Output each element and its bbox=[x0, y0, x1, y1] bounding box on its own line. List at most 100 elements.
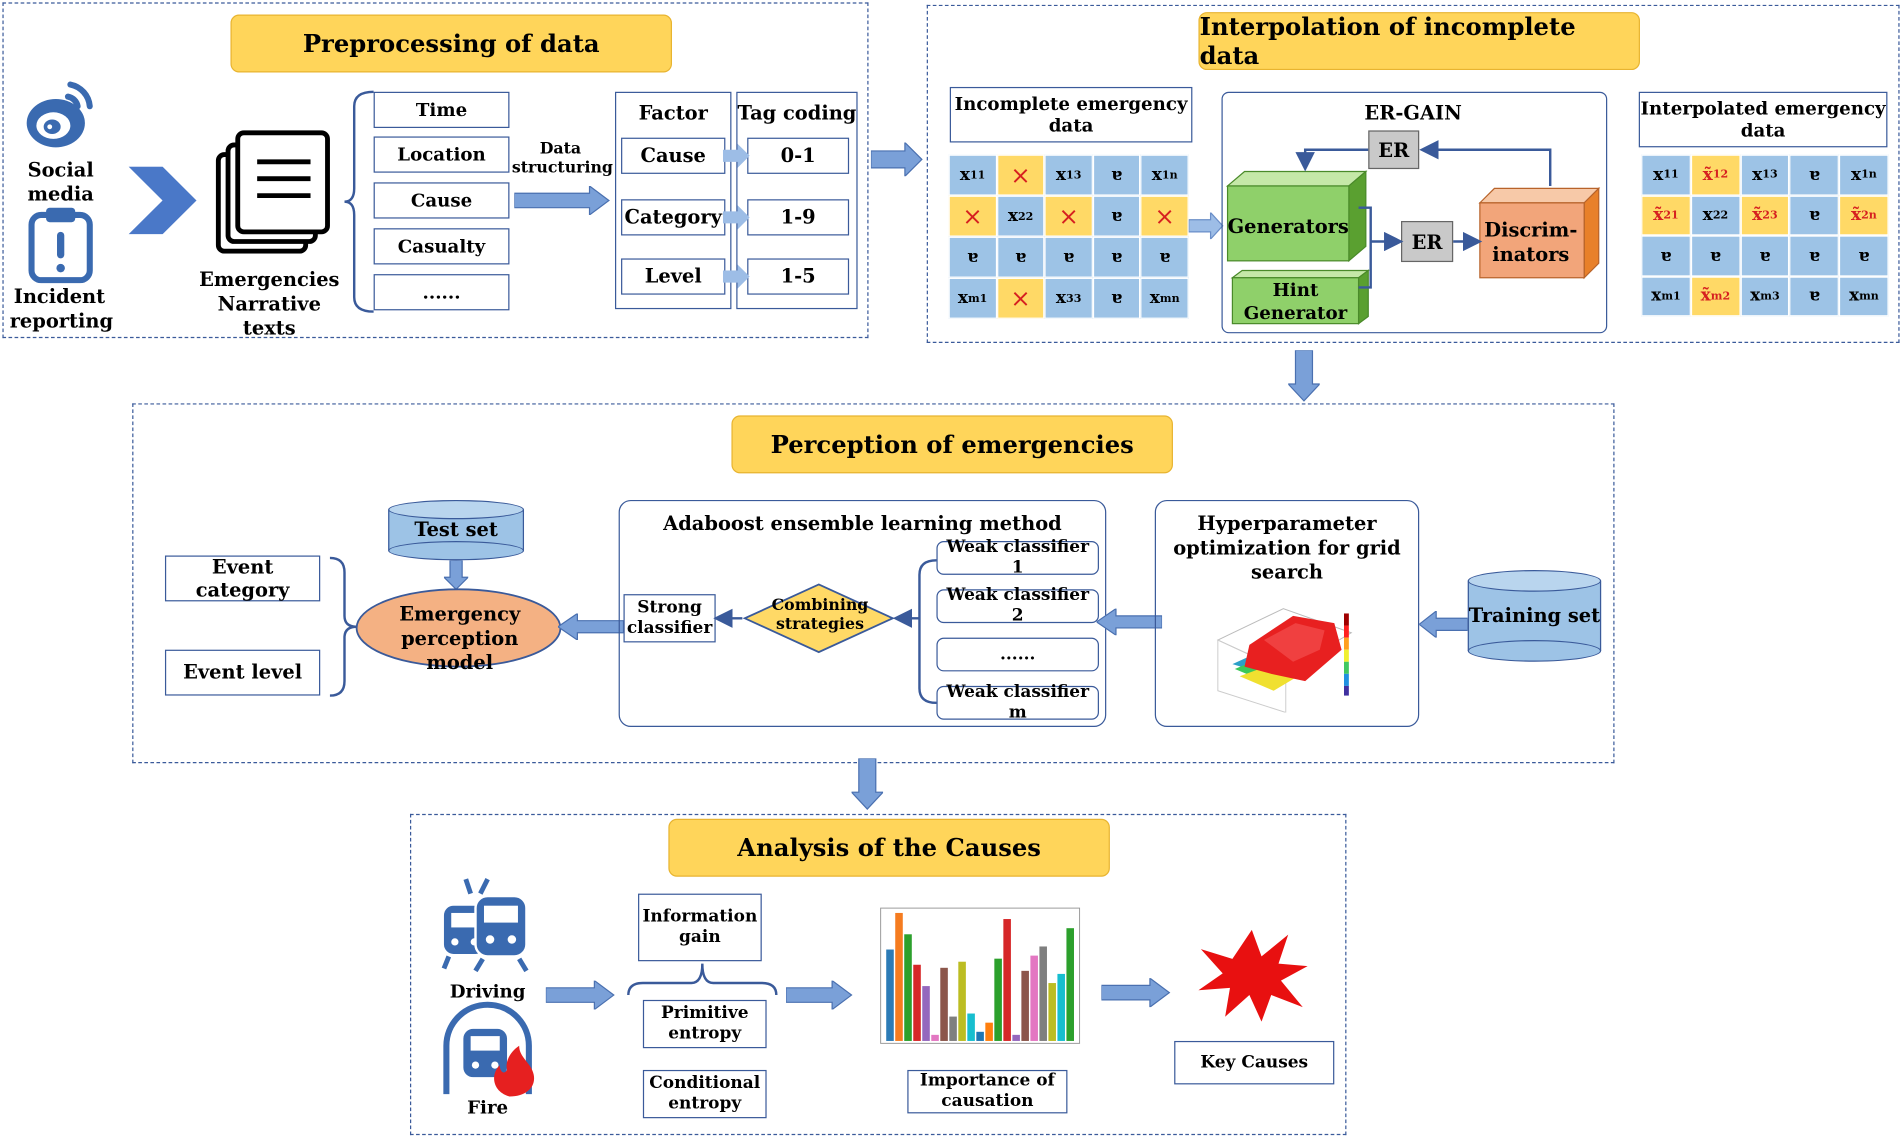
cell-value: x̃ bbox=[1752, 205, 1763, 225]
train-collision-icon bbox=[441, 878, 529, 973]
perception-model-label: Emergency perception model bbox=[399, 602, 521, 674]
cell-value: ɐ bbox=[1858, 246, 1870, 266]
arrow-down-icon bbox=[851, 758, 884, 810]
arrow-right-icon bbox=[1188, 212, 1224, 240]
bar-18 bbox=[1039, 946, 1047, 1041]
bar-5 bbox=[922, 986, 930, 1041]
interpolated-cell: x̃12 bbox=[1690, 154, 1741, 196]
cell-subscript: m2 bbox=[1710, 289, 1731, 303]
bar-8 bbox=[949, 1016, 957, 1041]
information-gain-box: Information gain bbox=[638, 893, 762, 962]
cell-value: x bbox=[1752, 165, 1763, 185]
weak-classifier-1: Weak classifier 1 bbox=[936, 538, 1099, 577]
factor-level: Level bbox=[621, 258, 726, 295]
field-casualty: Casualty bbox=[373, 228, 510, 265]
cell-value: x bbox=[1850, 165, 1862, 185]
interpolated-data-title: Interpolated emergency data bbox=[1638, 91, 1888, 148]
factor-category: Category bbox=[621, 199, 726, 236]
adaboost-connectors bbox=[713, 559, 937, 705]
incomplete-cell: ɐ bbox=[1092, 195, 1141, 237]
cell-subscript: 22 bbox=[1017, 209, 1034, 223]
cell-value: x bbox=[1055, 165, 1067, 185]
key-causes-box: Key Causes bbox=[1174, 1040, 1335, 1085]
cell-value: ɐ bbox=[1111, 206, 1123, 226]
interpolated-cell: ɐ bbox=[1641, 235, 1691, 276]
training-set-label: Training set bbox=[1468, 603, 1601, 627]
discriminators-label: Discrim- inators bbox=[1484, 218, 1578, 266]
incomplete-cell: × bbox=[1140, 195, 1189, 237]
tag-coding-header: Tag coding bbox=[737, 101, 857, 125]
data-structuring-label: Data structuring bbox=[511, 140, 613, 178]
cell-subscript: 11 bbox=[1663, 168, 1679, 182]
cell-value: x bbox=[1848, 286, 1860, 306]
er-mid-box: ER bbox=[1401, 220, 1454, 263]
bar-2 bbox=[895, 912, 903, 1041]
cell-value: x bbox=[959, 165, 970, 185]
cell-value: × bbox=[1010, 160, 1031, 190]
interpolated-cell: x̃21 bbox=[1641, 195, 1691, 236]
adaboost-box bbox=[618, 499, 1107, 727]
bar-15 bbox=[1012, 1034, 1020, 1041]
cell-value: x bbox=[1653, 165, 1664, 185]
cell-subscript: 1n bbox=[1161, 168, 1178, 182]
preprocessing-panel bbox=[2, 2, 869, 339]
cell-subscript: mn bbox=[1859, 289, 1879, 303]
cell-subscript: 1n bbox=[1861, 168, 1877, 182]
bar-1 bbox=[886, 949, 894, 1041]
arrow-right-icon bbox=[545, 980, 615, 1010]
bar-9 bbox=[958, 961, 966, 1041]
clipboard-alert-icon bbox=[28, 207, 93, 284]
interpolated-cell: ɐ bbox=[1789, 154, 1840, 196]
interpolation-title: Interpolation of incomplete data bbox=[1198, 12, 1640, 71]
cell-value: ɐ bbox=[1111, 165, 1123, 185]
primitive-entropy-box: Primitive entropy bbox=[642, 999, 767, 1049]
incomplete-cell: × bbox=[996, 277, 1045, 319]
explosion-icon bbox=[1198, 929, 1308, 1022]
event-level-box: Event level bbox=[164, 649, 321, 696]
bar-16 bbox=[1021, 970, 1029, 1041]
weak-classifier-2: Weak classifier 2 bbox=[936, 586, 1099, 626]
train-fire-icon bbox=[443, 1001, 535, 1097]
incomplete-cell: ɐ bbox=[996, 236, 1045, 278]
incomplete-cell: ɐ bbox=[1092, 236, 1141, 278]
weak-classifier-m: Weak classifier m bbox=[936, 683, 1099, 722]
social-media-label: Social media bbox=[27, 158, 94, 206]
bar-10 bbox=[967, 1013, 975, 1041]
preprocessing-title: Preprocessing of data bbox=[230, 14, 673, 73]
incomplete-cell: × bbox=[1044, 195, 1093, 237]
bar-6 bbox=[931, 1034, 939, 1041]
cell-value: ɐ bbox=[967, 247, 979, 267]
interpolated-cell: ɐ bbox=[1789, 235, 1840, 276]
strong-classifier-box: Strong classifier bbox=[623, 594, 716, 643]
er-top-box: ER bbox=[1368, 130, 1420, 170]
er-gain-title: ER-GAIN bbox=[1364, 101, 1462, 125]
perception-title: Perception of emergencies bbox=[731, 415, 1173, 474]
er-gain-box bbox=[1221, 91, 1608, 334]
incomplete-cell: ɐ bbox=[1092, 154, 1141, 196]
interpolated-cell: x̃2n bbox=[1839, 195, 1889, 236]
social-media-icon bbox=[26, 81, 93, 148]
cell-value: x̃ bbox=[1702, 165, 1713, 185]
cell-subscript: m1 bbox=[1661, 289, 1681, 303]
cell-subscript: mn bbox=[1159, 291, 1180, 305]
cell-subscript: m3 bbox=[1760, 289, 1780, 303]
arrow-right-icon bbox=[786, 980, 853, 1010]
interpolated-cell: x̃23 bbox=[1740, 195, 1790, 236]
cell-value: x bbox=[1055, 288, 1067, 308]
cell-subscript: 12 bbox=[1712, 168, 1729, 182]
chevron-right-icon bbox=[128, 166, 197, 235]
cell-value: × bbox=[1058, 201, 1079, 231]
cell-value: x bbox=[1651, 286, 1662, 306]
cell-value: x̃ bbox=[1700, 286, 1711, 306]
cell-value: ɐ bbox=[1808, 165, 1820, 185]
tag-column bbox=[736, 91, 858, 310]
tag-cause: 0-1 bbox=[747, 137, 850, 174]
cell-subscript: 23 bbox=[1762, 208, 1778, 222]
